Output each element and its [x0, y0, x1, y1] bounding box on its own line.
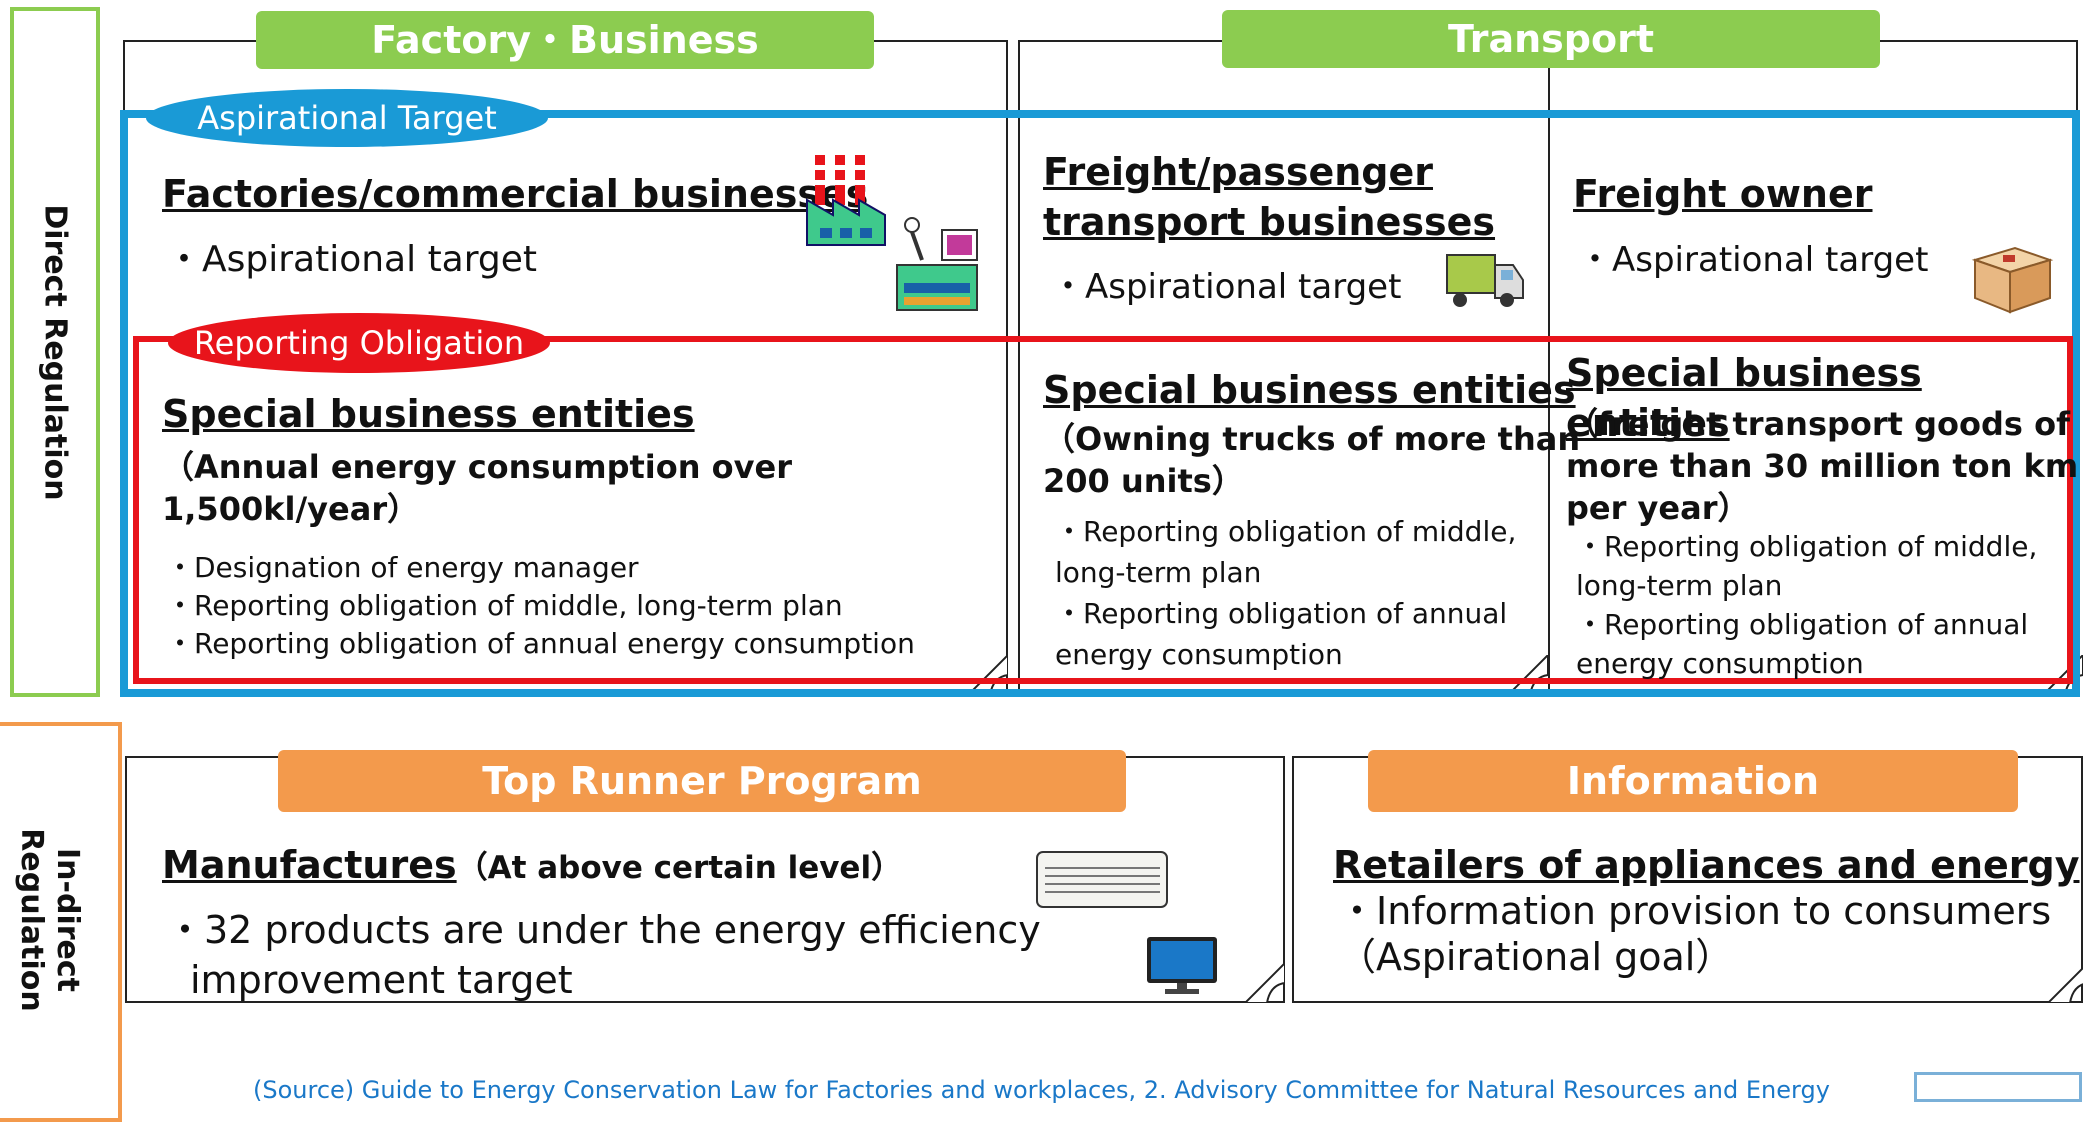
manufacturers-heading: Manufactures（At above certain level） — [162, 840, 902, 890]
retailers-description: ・Information provision to consumers （Asp… — [1338, 888, 2051, 980]
list-item: energy consumption — [1055, 638, 1343, 671]
list-item: ・Reporting obligation of middle, — [1055, 515, 1517, 548]
owner-condition-line1: （freight transport goods of — [1566, 405, 2070, 443]
factory-special-title: Special business entities — [162, 392, 695, 436]
owner-special-title: Special business entities — [1566, 351, 1922, 445]
factory-obligation-list: ・Designation of energy manager ・Reportin… — [166, 549, 915, 663]
reporting-obligation-frame — [133, 336, 2073, 684]
carrier-title: Freight/passenger transport businesses — [1043, 147, 1495, 247]
transport-divider — [1548, 60, 1550, 693]
retailers-line1: ・Information provision to consumers — [1338, 889, 2052, 933]
aspirational-target-frame — [120, 110, 2080, 697]
page-fold-icon — [2048, 966, 2083, 1003]
carrier-condition-line2: 200 units） — [1043, 462, 1244, 500]
carrier-title-line2: transport businesses — [1043, 200, 1496, 244]
list-item: ・Reporting obligation of annual — [1055, 597, 1508, 630]
list-item: long-term plan — [1055, 556, 1262, 589]
owner-aspirational-bullet: ・Aspirational target — [1578, 240, 1929, 280]
air-conditioner-icon — [1036, 851, 1168, 908]
page-number-box — [1914, 1072, 2082, 1102]
owner-special-condition: （freight transport goods of more than 30… — [1566, 403, 2078, 529]
factory-icon — [806, 155, 886, 246]
page-fold-icon — [1245, 963, 1285, 1003]
direct-regulation-frame — [10, 7, 100, 697]
list-item: ・Designation of energy manager — [166, 551, 639, 584]
top-runner-header: Top Runner Program — [278, 750, 1126, 812]
direct-regulation-label: Direct Regulation — [37, 204, 73, 501]
owner-condition-line2: more than 30 million ton km — [1566, 447, 2079, 485]
owner-obligation-list: ・Reporting obligation of middle, long-te… — [1576, 527, 2037, 683]
indirect-label-line1: In-direct — [50, 848, 85, 992]
carrier-special-condition: （Owning trucks of more than 200 units） — [1043, 418, 1580, 502]
carrier-aspirational-bullet: ・Aspirational target — [1051, 267, 1402, 307]
indirect-regulation-label: In-direct Regulation — [5, 820, 85, 1020]
factory-condition-line2: 1,500kl/year） — [162, 490, 420, 528]
manufacturers-title: Manufactures — [162, 843, 457, 887]
indirect-label-line2: Regulation — [14, 828, 49, 1012]
television-icon — [1147, 937, 1217, 994]
package-box-icon — [1971, 246, 2054, 314]
carrier-title-line1: Freight/passenger — [1043, 150, 1433, 194]
aspirational-target-badge: Aspirational Target — [146, 89, 548, 147]
source-note: (Source) Guide to Energy Conservation La… — [253, 1076, 1830, 1104]
factory-aspirational-bullet: ・Aspirational target — [166, 239, 538, 280]
transport-header: Transport — [1222, 10, 1880, 68]
factory-business-header: Factory・Business — [256, 11, 874, 69]
owner-condition-line3: per year） — [1566, 489, 1750, 527]
list-item: long-term plan — [1576, 569, 1783, 602]
retailers-line2: （Aspirational goal） — [1338, 935, 1734, 979]
manufacturers-description: ・32 products are under the energy effici… — [166, 905, 1041, 1005]
information-header: Information — [1368, 750, 2018, 812]
list-item: ・Reporting obligation of annual energy c… — [166, 627, 915, 660]
carrier-condition-line1: （Owning trucks of more than — [1043, 420, 1581, 458]
manufacturers-condition: （At above certain level） — [456, 850, 903, 886]
factory-title: Factories/commercial businesses — [162, 172, 869, 216]
freight-owner-title: Freight owner — [1573, 172, 1873, 216]
carrier-obligation-list: ・Reporting obligation of middle, long-te… — [1055, 511, 1516, 675]
truck-icon — [1446, 254, 1524, 307]
manufacturers-line2: improvement target — [190, 958, 573, 1002]
machinery-icon — [896, 217, 978, 311]
list-item: ・Reporting obligation of middle, — [1576, 530, 2038, 563]
carrier-special-title: Special business entities — [1043, 368, 1576, 412]
list-item: ・Reporting obligation of middle, long-te… — [166, 589, 843, 622]
list-item: ・Reporting obligation of annual — [1576, 608, 2029, 641]
reporting-obligation-badge: Reporting Obligation — [168, 313, 550, 373]
factory-special-condition: （Annual energy consumption over 1,500kl/… — [162, 446, 792, 530]
list-item: energy consumption — [1576, 647, 1864, 680]
retailers-title: Retailers of appliances and energy — [1333, 843, 2080, 887]
manufacturers-line1: ・32 products are under the energy effici… — [166, 908, 1041, 952]
factory-condition-line1: （Annual energy consumption over — [162, 448, 793, 486]
